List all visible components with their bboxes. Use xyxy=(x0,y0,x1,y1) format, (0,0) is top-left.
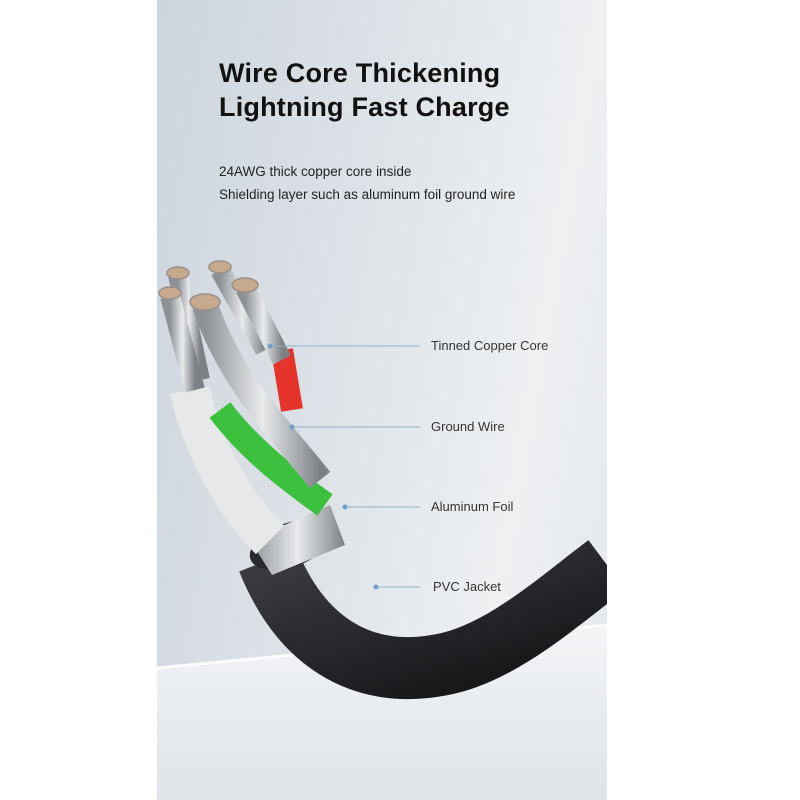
callout-aluminum-foil: Aluminum Foil xyxy=(431,499,514,514)
white-wire xyxy=(170,385,285,555)
callout-tinned-copper-core: Tinned Copper Core xyxy=(431,338,549,353)
headline-line-1: Wire Core Thickening xyxy=(219,58,501,88)
subtext-line-2: Shielding layer such as aluminum foil gr… xyxy=(219,187,516,202)
subtext-line-1: 24AWG thick copper core inside xyxy=(219,164,412,179)
callout-pvc-jacket: PVC Jacket xyxy=(433,579,501,594)
product-image-panel: Wire Core Thickening Lightning Fast Char… xyxy=(157,0,607,800)
pvc-jacket xyxy=(239,540,607,700)
copper-strands xyxy=(160,265,331,489)
red-wire xyxy=(271,348,303,412)
green-wire xyxy=(209,402,333,516)
aluminum-foil xyxy=(250,505,345,575)
cable-cross-section-illustration xyxy=(157,260,607,800)
headline-line-2: Lightning Fast Charge xyxy=(219,92,510,122)
callout-ground-wire: Ground Wire xyxy=(431,419,505,434)
